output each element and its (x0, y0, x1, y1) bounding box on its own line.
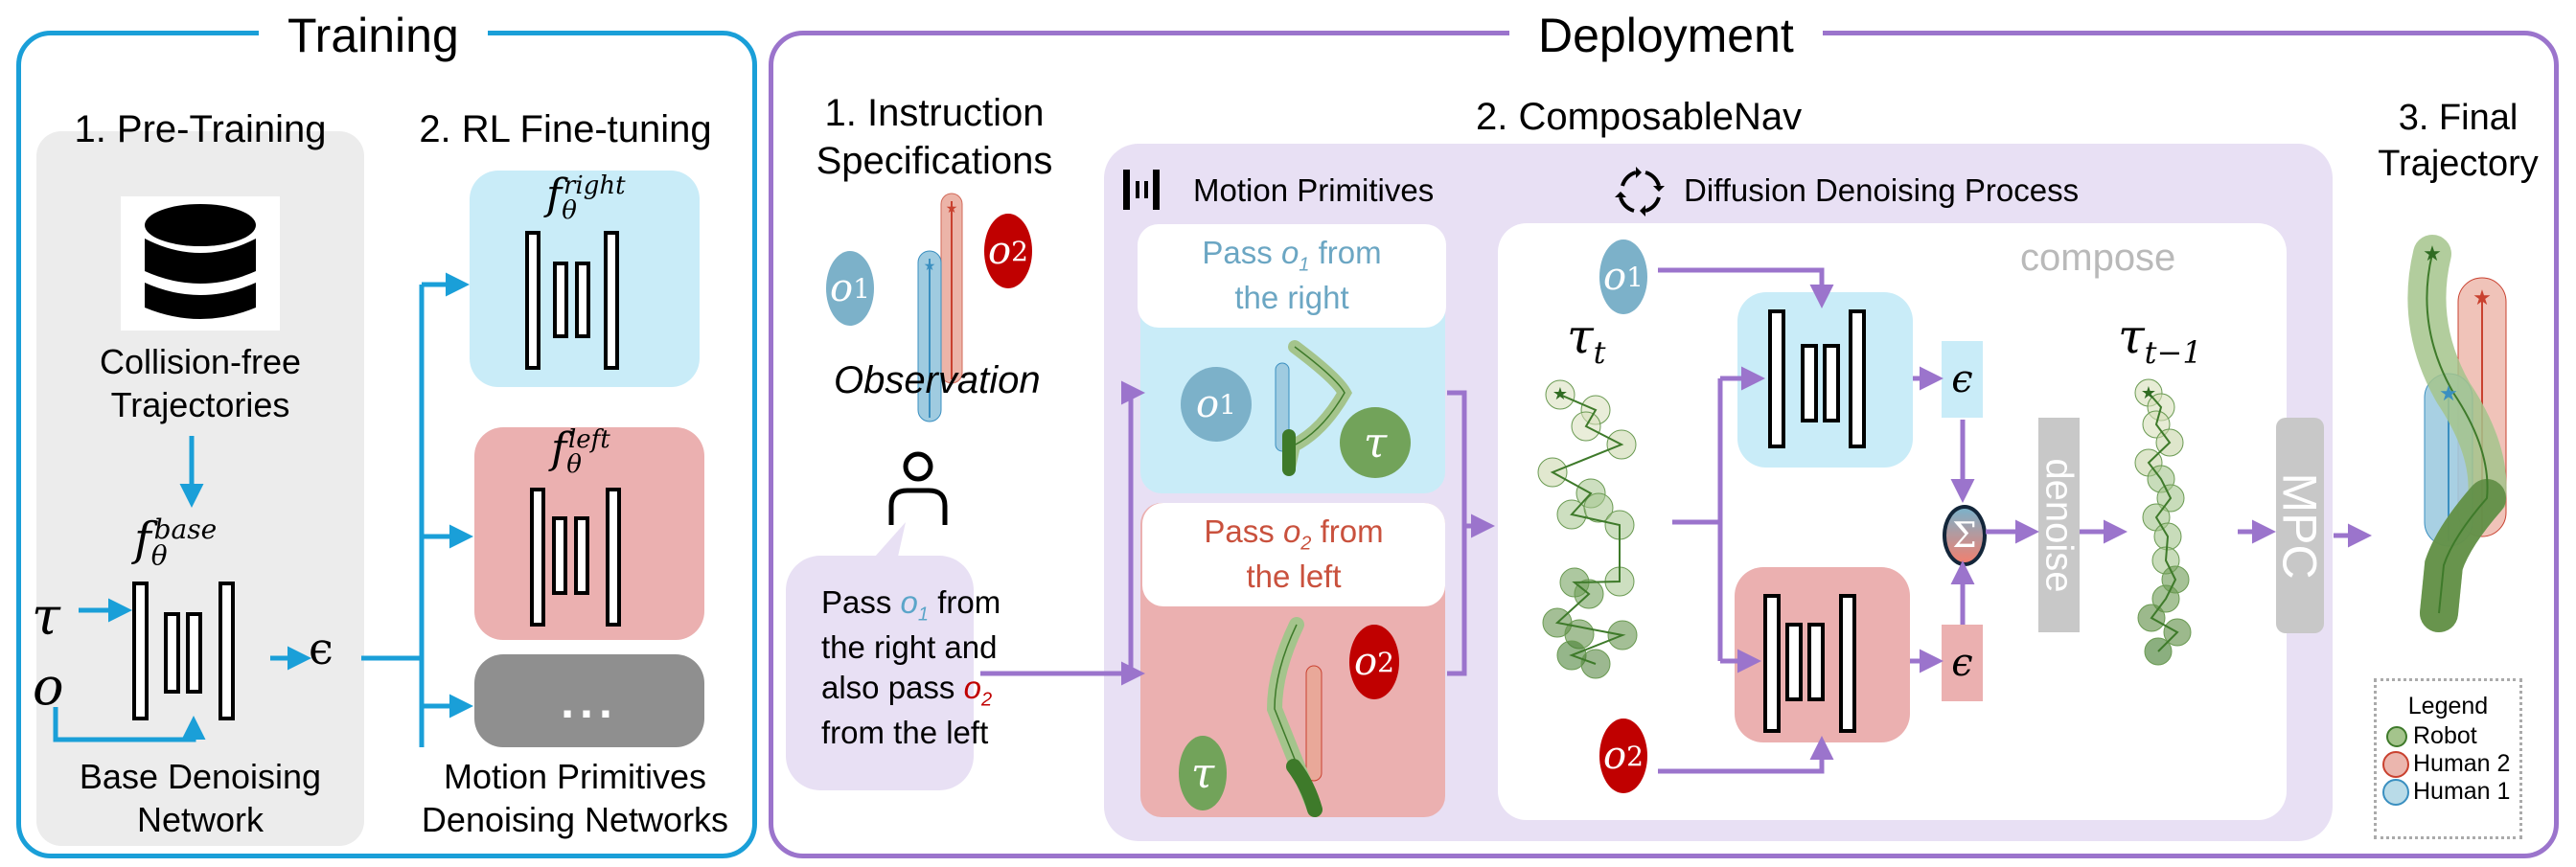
base-caption-line2: Network (136, 800, 264, 839)
composablenav-heading: 2. ComposableNav (1476, 96, 1803, 138)
bars-icon (1123, 170, 1160, 210)
database-icon (121, 196, 280, 331)
primitive-left-tau: τ (1179, 736, 1227, 810)
compose-label: compose (2020, 237, 2176, 279)
arrow-o1-to-network (1658, 267, 1834, 308)
diffusion-title: Diffusion Denoising Process (1684, 172, 2080, 208)
final-heading-line1: 3. Final (2398, 98, 2518, 138)
base-caption-line1: Base Denoising (79, 757, 322, 796)
instruction-heading-line1: 1. Instruction (824, 92, 1045, 134)
tau-t-label: τt (1567, 308, 1606, 371)
dataset-label-line2: Trajectories (110, 385, 290, 424)
legend-title: Legend (2407, 693, 2489, 719)
final-h1-goal: ★ (2439, 381, 2458, 405)
finetuning-heading: 2. RL Fine-tuning (419, 108, 712, 150)
network-more-card: ... (474, 654, 704, 747)
network-left-symbol: fθleft (551, 424, 610, 479)
legend: Legend Robot Human 2 Human 1 (2374, 678, 2522, 839)
base-network-caption: Base Denoising Network (36, 755, 364, 841)
base-network (132, 582, 266, 725)
final-robot-goal: ★ (2423, 241, 2442, 265)
final-heading-line2: Trajectory (2378, 143, 2539, 184)
tau-t1-label: τt−1 (2118, 308, 2202, 371)
user-icon (886, 450, 950, 527)
motion-primitives-title: Motion Primitives (1193, 172, 1435, 208)
obs-star-h2: ★ (946, 200, 958, 216)
instruction-line4: from the left (821, 715, 989, 751)
speech-bubble (786, 556, 974, 790)
deployment-title: Deployment (1509, 11, 1823, 59)
instruction-heading-line2: Specifications (816, 140, 1053, 182)
network-right-symbol: fθright (546, 171, 626, 225)
legend-item-human2: Human 2 (2382, 750, 2519, 778)
pretraining-heading: 1. Pre-Training (74, 108, 327, 150)
final-h2-goal: ★ (2472, 285, 2492, 309)
output-eps: ϵ (309, 623, 334, 674)
primitive-left-label: Pass o2 from the left (1204, 513, 1384, 594)
dataset-label-line1: Collision-free (99, 342, 302, 381)
base-network-symbol: fθbase (134, 513, 218, 572)
diffusion-left-network (1763, 594, 1888, 738)
denoise-block: denoise (2038, 418, 2081, 632)
primitive-right-label: Pass o1 from the right (1202, 235, 1382, 315)
human2-swatch-icon (2382, 750, 2409, 778)
input-tau: τ (32, 586, 60, 647)
primitive-right-tau: τ (1340, 407, 1411, 478)
obs-star-h1: ★ (924, 258, 936, 273)
input-o: o (33, 656, 64, 717)
eps-right: ϵ (1942, 341, 1983, 418)
observation-label: Observation (834, 359, 1041, 401)
star-goal-2: ★ (2141, 383, 2156, 402)
instruction-line3: also pass o2 (821, 670, 993, 712)
dataset-label: Collision-free Trajectories (36, 340, 364, 426)
primitive-right-label-box (1138, 224, 1446, 328)
final-heading: 3. Final Trajectory (2367, 96, 2549, 187)
robot-swatch-icon (2386, 725, 2407, 747)
eps-left: ϵ (1942, 625, 1983, 701)
instruction-line2: the right and (821, 628, 998, 665)
ft-caption-line1: Motion Primitives (443, 757, 707, 796)
instruction-o1: o1 (900, 584, 930, 626)
instruction-text: Pass o1 from the right and also pass o2 … (821, 582, 1000, 754)
ellipsis-label: ... (561, 673, 618, 728)
arrow-o2-to-network (1658, 736, 1834, 774)
primitive-left-label-box (1142, 503, 1445, 606)
finetuning-caption: Motion Primitives Denoising Networks (393, 755, 757, 841)
cycle-icon (1613, 165, 1667, 218)
arrow-o-to-network (53, 707, 206, 742)
human1-swatch-icon (2382, 778, 2409, 806)
diffusion-right-network (1768, 309, 1893, 453)
network-right (525, 231, 650, 370)
legend-item-human1: Human 1 (2382, 778, 2519, 806)
training-title: Training (259, 11, 488, 59)
ft-caption-line2: Denoising Networks (421, 800, 729, 839)
mpc-block: MPC (2273, 418, 2327, 633)
star-goal: ★ (1552, 384, 1568, 403)
instruction-heading: 1. Instruction Specifications (805, 89, 1064, 185)
instruction-line1: Pass o1 from (821, 584, 1001, 626)
instruction-o2: o2 (963, 670, 993, 712)
network-left-card (474, 427, 704, 640)
legend-item-robot: Robot (2386, 722, 2519, 750)
network-left (530, 488, 655, 627)
